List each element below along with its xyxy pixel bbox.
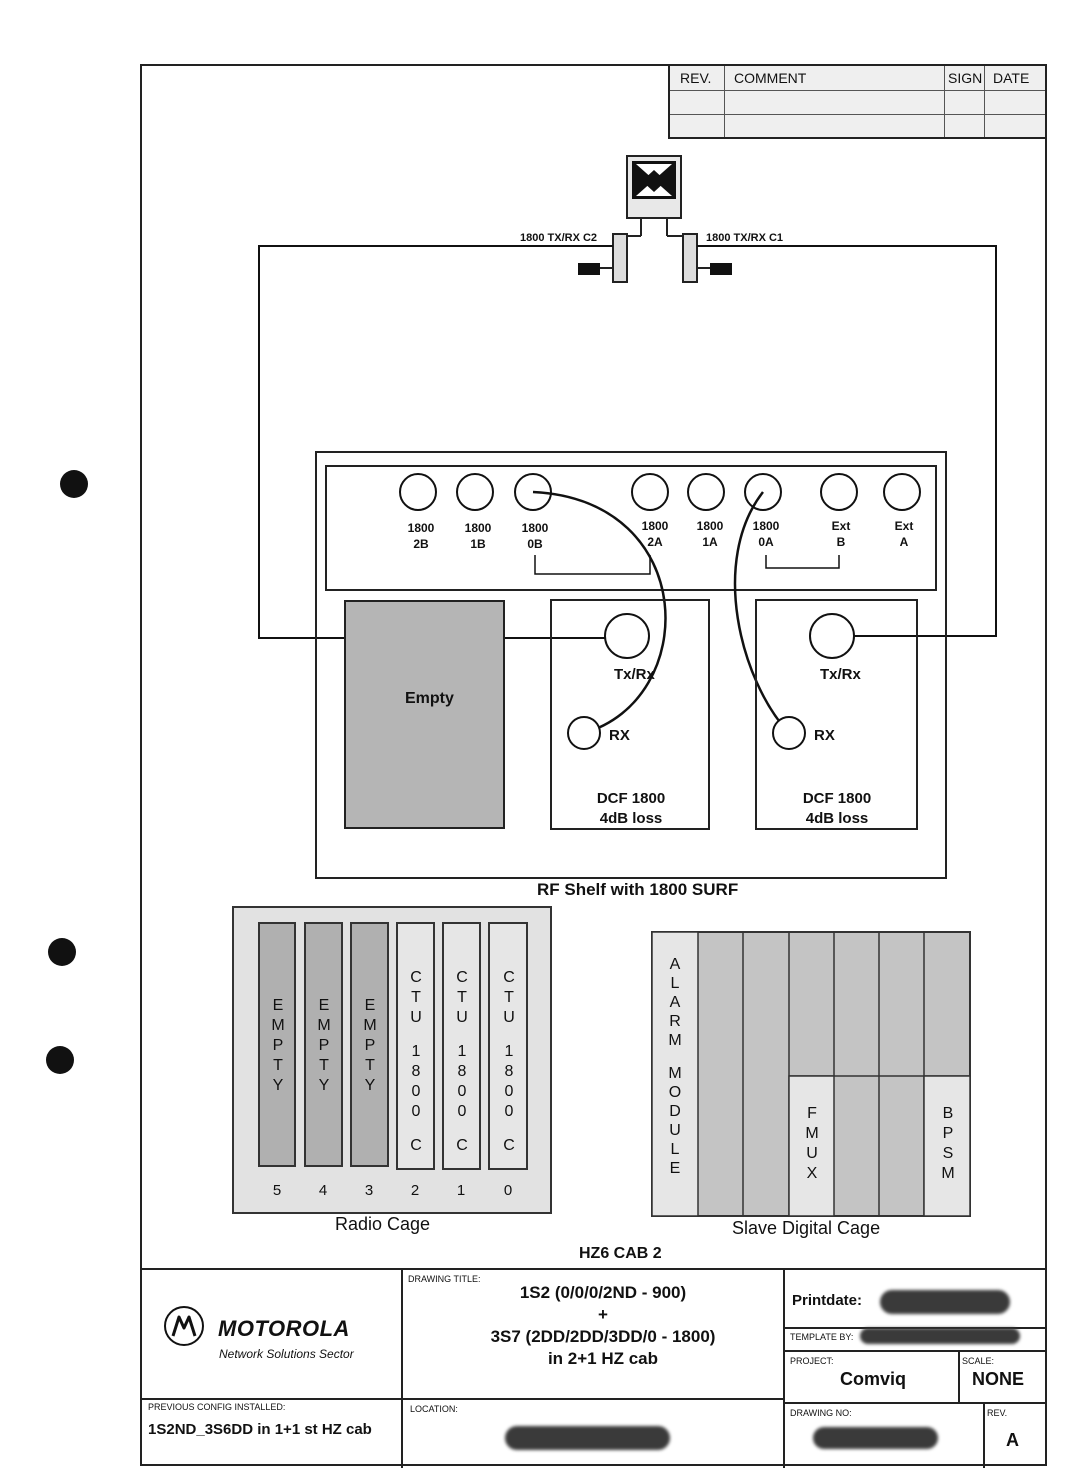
sign-header: SIGN [948, 70, 983, 86]
drawing-title-label: DRAWING TITLE: [408, 1274, 481, 1284]
drawing-no-label: DRAWING NO: [790, 1408, 852, 1418]
scale-label: SCALE: [962, 1356, 995, 1366]
empty-slot-label: Empty [405, 690, 454, 707]
drawing-title: 1S2 (0/0/0/2ND - 900) + 3S7 (2DD/2DD/3DD… [490, 1283, 716, 1368]
punch-hole [48, 938, 76, 966]
prev-config-label: PREVIOUS CONFIG INSTALLED: [148, 1402, 286, 1412]
digital-cage-title: Slave Digital Cage [732, 1218, 881, 1238]
radio-cage-title: Radio Cage [335, 1214, 431, 1234]
rev-header: REV. [680, 70, 712, 86]
company-name: MOTOROLA [218, 1316, 350, 1341]
location-label: LOCATION: [410, 1404, 458, 1414]
revision-table: REV. COMMENT SIGN DATE [668, 64, 1047, 139]
rev-label: REV. [987, 1408, 1008, 1418]
punch-hole [60, 470, 88, 498]
company-sector: Network Solutions Sector [219, 1347, 354, 1361]
motorola-logo-icon [164, 1306, 204, 1346]
radio-slot-2-number: 2 [410, 1182, 420, 1199]
rev-value: A [1006, 1430, 1019, 1450]
punch-hole [46, 1046, 74, 1074]
location-redaction [505, 1426, 670, 1450]
rf-shelf-title: RF Shelf with 1800 SURF [537, 880, 739, 899]
drawing-frame [140, 64, 1047, 1466]
combiner-left-label: 1800 TX/RX C2 [520, 232, 598, 244]
dcf-left-txrx-label: Tx/Rx [614, 666, 655, 683]
radio-slot-3-number: 3 [364, 1182, 374, 1199]
dcf-left-rx-label: RX [609, 727, 630, 744]
template-by-redaction [860, 1328, 1020, 1344]
dcf-connectors [567, 613, 855, 750]
template-by-label: TEMPLATE BY: [790, 1332, 854, 1342]
date-header: DATE [993, 70, 1030, 86]
dcf-right-txrx-label: Tx/Rx [820, 666, 861, 683]
radio-slot-1-number: 1 [456, 1182, 466, 1199]
drawing-no-redaction [813, 1427, 938, 1449]
radio-slot-4-number: 4 [318, 1182, 328, 1199]
comment-header: COMMENT [734, 70, 807, 86]
project-value: Comviq [840, 1369, 907, 1389]
combiner-right-label: 1800 TX/RX C1 [706, 232, 784, 244]
combiner-icon [626, 155, 682, 236]
prev-config-value: 1S2ND_3S6DD in 1+1 st HZ cab [148, 1421, 372, 1438]
cage-outlines [232, 906, 971, 1217]
dcf-right-rx-label: RX [814, 727, 835, 744]
radio-slot-5-number: 5 [272, 1182, 282, 1199]
scale-value: NONE [972, 1369, 1025, 1389]
project-label: PROJECT: [790, 1356, 834, 1366]
radio-slot-0-number: 0 [503, 1182, 513, 1199]
cabinet-label: HZ6 CAB 2 [579, 1245, 662, 1262]
printdate-label: Printdate: [792, 1292, 863, 1309]
printdate-redaction [880, 1290, 1010, 1314]
